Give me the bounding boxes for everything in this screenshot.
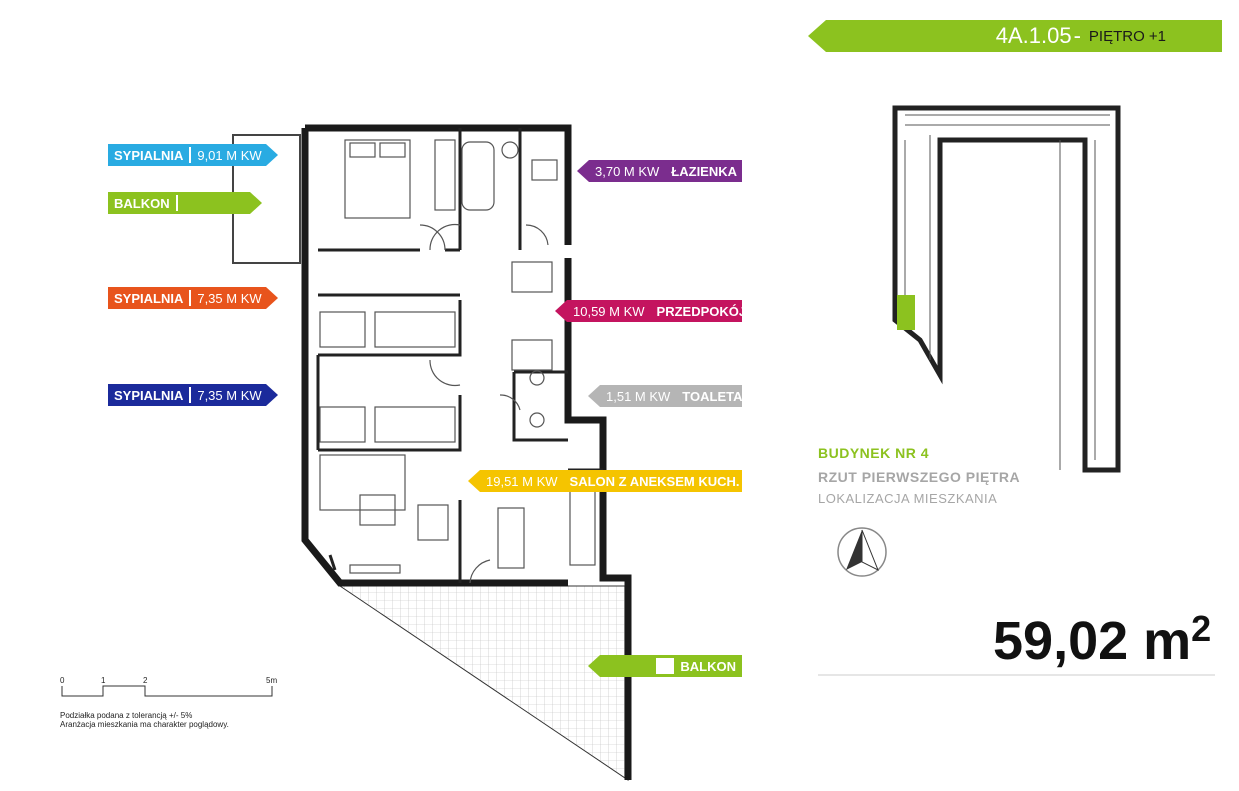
- area-unit: m: [1143, 611, 1192, 671]
- compass-icon: [837, 527, 887, 577]
- area-unit-sup: 2: [1191, 608, 1212, 649]
- header-dash: -: [1073, 23, 1081, 48]
- furniture: [319, 139, 596, 584]
- balcony-south: [338, 585, 629, 781]
- scale-tick-0: 0: [60, 676, 65, 685]
- walls: [301, 124, 632, 780]
- scale-notes: Podziałka podana z tolerancją +/- 5% Ara…: [60, 711, 229, 729]
- scale-tick-5: 5m: [266, 676, 278, 685]
- scale-tick-1: 1: [101, 676, 106, 685]
- building-title: BUDYNEK NR 4: [818, 445, 930, 461]
- scale-bar: [61, 685, 273, 697]
- building-location-map: [892, 105, 1121, 473]
- total-area: 59,02 m2: [993, 608, 1211, 672]
- unit-location-highlight: [897, 295, 915, 330]
- area-value: 59,02: [993, 611, 1129, 671]
- interior-walls: [316, 128, 603, 583]
- unit-header: 4A.1.05 - PIĘTRO +1: [808, 20, 1222, 52]
- floor-label: PIĘTRO +1: [1088, 27, 1166, 45]
- arrangement-note: Aranżacja mieszkania ma charakter pogląd…: [60, 720, 229, 729]
- floor-plan-subtitle: RZUT PIERWSZEGO PIĘTRA: [818, 469, 1021, 485]
- label-balcony-west: BALKON: [108, 192, 262, 214]
- unit-code: 4A.1.05: [995, 23, 1072, 48]
- label-balcony-south: BALKON: [588, 655, 742, 677]
- tolerance-note: Podziałka podana z tolerancją +/- 5%: [60, 711, 193, 720]
- location-caption: LOKALIZACJA MIESZKANIA: [818, 491, 998, 506]
- scale-tick-2: 2: [143, 676, 148, 685]
